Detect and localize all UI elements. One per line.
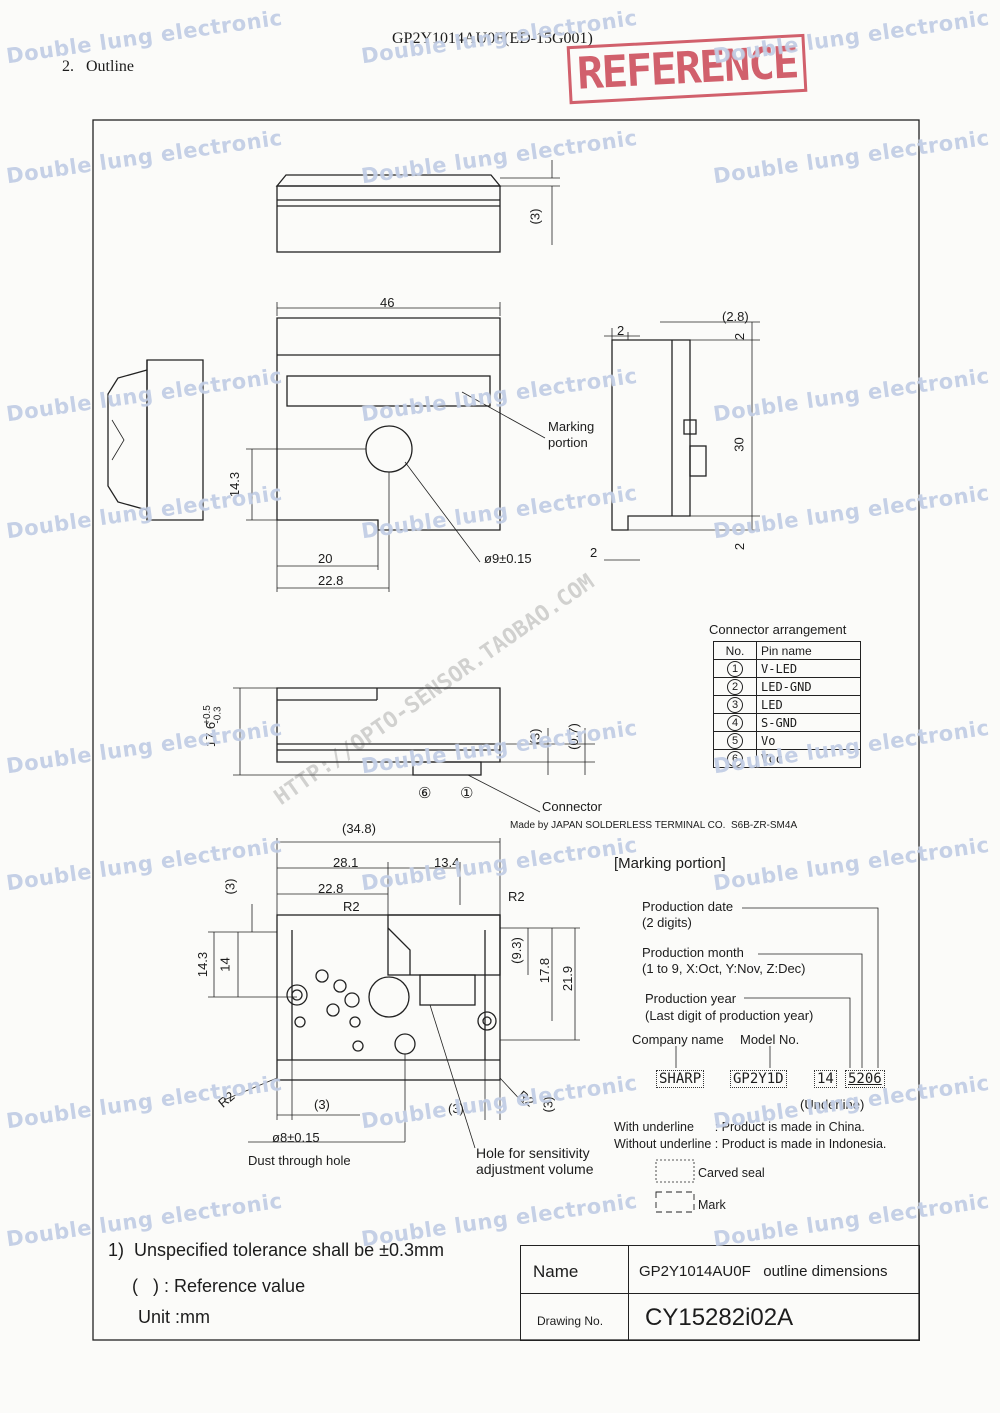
dim-2-top: 2 — [617, 323, 625, 338]
pin-name: LED — [756, 695, 861, 714]
dim-21-9: 21.9 — [560, 965, 576, 992]
note-tolerance: 1) Unspecified tolerance shall be ±0.3mm — [108, 1240, 445, 1260]
bottom-view — [208, 838, 580, 1149]
production-year-sub: (Last digit of production year) — [645, 1008, 814, 1023]
dim-34-8: (34.8) — [342, 821, 376, 836]
marking-portion-label-1: Marking — [548, 419, 595, 434]
production-month-sub: (1 to 9, X:Oct, Y:Nov, Z:Dec) — [642, 961, 806, 976]
adjustment-hole-label-1: Hole for sensitivity — [476, 1145, 590, 1161]
production-date-label: Production date — [642, 899, 734, 914]
dim-14-3-bottom: 14.3 — [195, 951, 211, 978]
without-underline-note: Without underline : Product is made in I… — [614, 1137, 887, 1151]
dim-hole-8: ø8±0.15 — [272, 1130, 320, 1145]
dim-17-6-tol-minus: -0.3 — [212, 706, 224, 724]
marking-code-company: SHARP — [656, 1070, 705, 1088]
dim-3-bottom-left: (3) — [222, 878, 238, 895]
pin-number: 1 — [727, 660, 743, 677]
pin-6-marker: ⑥ — [418, 785, 432, 802]
carved-seal-label: Carved seal — [698, 1166, 765, 1180]
with-underline-note: With underline : Product is made in Chin… — [614, 1120, 865, 1134]
table-row: 6 Vcc — [713, 749, 861, 768]
connector-side-view — [233, 687, 595, 813]
dim-3-bottom-b: (3) — [448, 1101, 464, 1116]
dim-17-6-tol-plus: +0.5 — [201, 705, 213, 725]
table-row: 4 S-GND — [713, 713, 861, 732]
dim-hole-9: ø9±0.15 — [484, 551, 532, 566]
connector-arrangement-title: Connector arrangement — [709, 622, 847, 637]
pin-name: S-GND — [756, 713, 861, 732]
connector-label: Connector — [542, 799, 602, 814]
front-view — [246, 302, 546, 592]
drawing-no-label: Drawing No. — [537, 1314, 604, 1328]
top-view — [275, 160, 560, 253]
title-block: Name GP2Y1014AU0F outline dimensions Dra… — [520, 1245, 920, 1341]
dim-top-3: (3) — [527, 208, 543, 225]
document-code: GP2Y1014AU0F(ED-15G001) — [392, 30, 593, 47]
table-row: 3 LED — [713, 695, 861, 714]
dim-2-bottom: 2 — [590, 545, 598, 560]
pin-number: 5 — [727, 732, 743, 749]
pin-name: LED-GND — [756, 677, 861, 696]
pin-name: Vcc — [756, 749, 861, 768]
dim-20: 20 — [318, 551, 333, 566]
dim-2-right-bottom: 2 — [732, 542, 748, 551]
mark-label: Mark — [698, 1198, 726, 1212]
marking-code-5206: 5206 — [845, 1070, 885, 1088]
connector-table: No. Pin name 1 V-LED 2 LED-GND 3 LED 4 S-GND… — [713, 641, 861, 768]
name-label: Name — [533, 1262, 579, 1281]
pin-1-marker: ① — [460, 785, 474, 802]
pin-number: 6 — [727, 750, 743, 767]
note-unit: Unit :mm — [138, 1307, 210, 1327]
dim-13-4: 13.4 — [434, 855, 460, 870]
marking-code-14: 14 — [814, 1070, 837, 1088]
radius-r2-top: R2 — [343, 899, 360, 914]
model-no-label: Model No. — [740, 1032, 800, 1047]
pin-number: 4 — [727, 714, 743, 731]
dim-22-8-front: 22.8 — [318, 573, 344, 588]
adjustment-hole-label-2: adjustment volume — [476, 1161, 594, 1177]
dust-hole-label: Dust through hole — [248, 1153, 351, 1168]
note-reference-value: ( ) : Reference value — [132, 1276, 306, 1296]
dim-2-right-top: 2 — [732, 332, 748, 341]
col-no: No. — [713, 641, 757, 660]
name-value: GP2Y1014AU0F outline dimensions — [639, 1263, 888, 1280]
dim-30: 30 — [731, 437, 747, 452]
dim-22-8-bottom: 22.8 — [318, 881, 344, 896]
drawing-no-value: CY15282i02A — [645, 1304, 794, 1331]
pin-number: 2 — [727, 678, 743, 695]
right-side-view — [604, 321, 760, 561]
marking-portion-title: [Marking portion] — [614, 855, 726, 872]
dim-2-8: (2.8) — [722, 309, 749, 324]
dim-width-46: 46 — [380, 295, 395, 310]
pin-number: 3 — [727, 696, 743, 713]
table-row: 1 V-LED — [713, 659, 861, 678]
connector-maker: Made by JAPAN SOLDERLESS TERMINAL CO. S6… — [510, 820, 798, 831]
pin-name: V-LED — [756, 659, 861, 678]
dim-9-3: (9.3) — [508, 937, 524, 964]
left-side-view — [107, 359, 204, 521]
production-month-label: Production month — [642, 945, 744, 960]
production-year-label: Production year — [645, 991, 737, 1006]
production-date-sub: (2 digits) — [642, 915, 692, 930]
dim-28-1: 28.1 — [333, 855, 359, 870]
underline-note: (Underline) — [800, 1097, 865, 1112]
section-heading: 2. Outline — [62, 58, 134, 75]
marking-portion-label-2: portion — [548, 435, 588, 450]
table-row: 2 LED-GND — [713, 677, 861, 696]
dim-17-8: 17.8 — [537, 957, 553, 984]
marking-code-model: GP2Y1D — [730, 1070, 787, 1088]
table-header-row: No. Pin name — [713, 641, 861, 660]
dim-14: 14 — [217, 957, 233, 972]
marking-leaders — [675, 907, 879, 1068]
company-name-label: Company name — [632, 1032, 724, 1047]
col-pin: Pin name — [756, 641, 861, 660]
radius-r2-top-right: R2 — [508, 889, 525, 904]
dim-3-bottom-a: (3) — [314, 1097, 330, 1112]
